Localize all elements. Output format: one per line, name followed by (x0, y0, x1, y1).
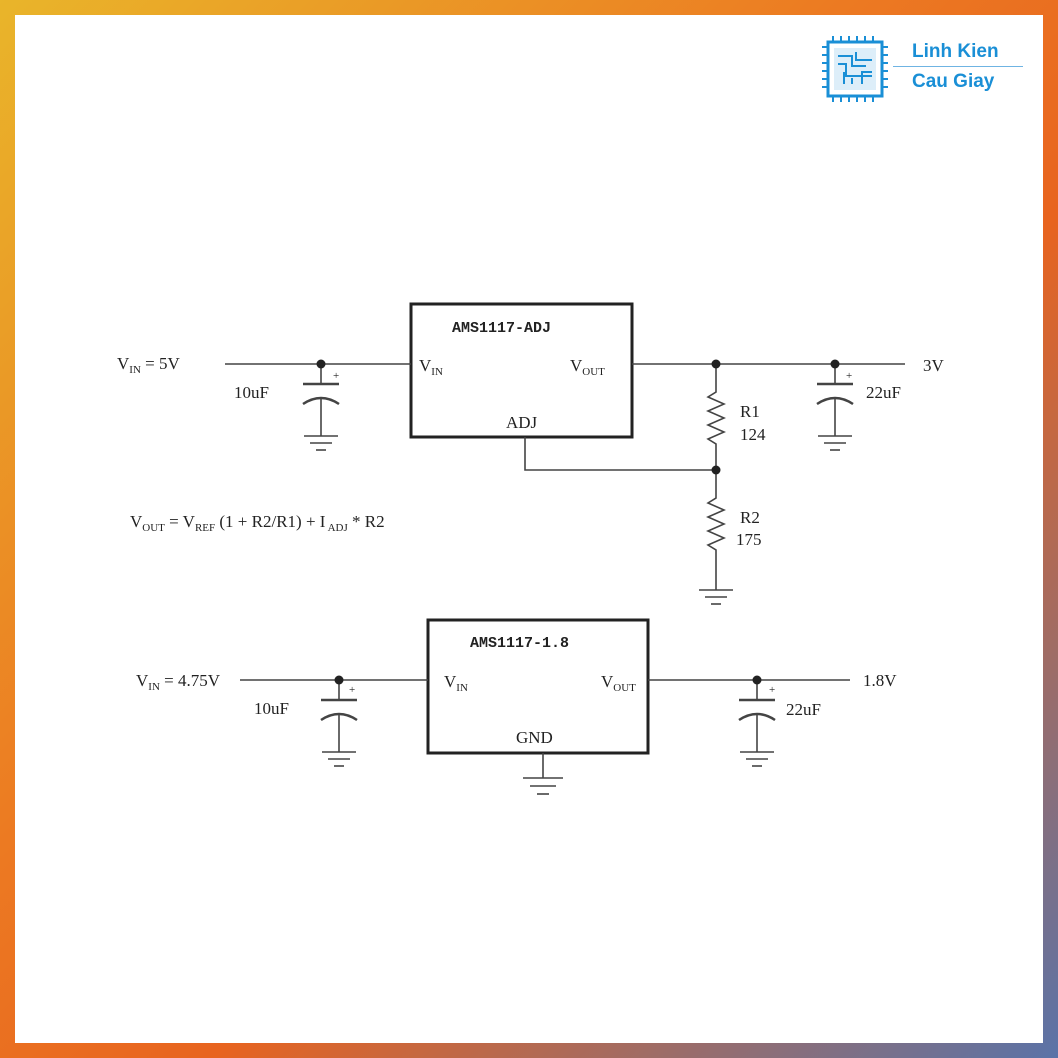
junction-dot (752, 675, 762, 685)
junction-dot (830, 359, 840, 369)
content-frame (15, 15, 1043, 1043)
ams1117-adj-chip (409, 302, 634, 439)
cap-out-label-bottom: 22uF (786, 700, 821, 719)
chip-name-bottom: AMS1117-1.8 (470, 635, 569, 652)
r1-name: R1 (740, 402, 760, 421)
chip-name-top: AMS1117-ADJ (452, 320, 551, 337)
cap-plus: + (846, 370, 852, 382)
output-voltage-top: 3V (923, 356, 945, 375)
cap-in-label-bottom: 10uF (254, 699, 289, 718)
junction-dot (334, 675, 344, 685)
brand-name-line2: Cau Giay (912, 71, 995, 92)
logo-divider (893, 66, 1023, 67)
junction-dot (711, 465, 721, 475)
junction-dot (316, 359, 326, 369)
input-voltage-bottom: VIN = 4.75V (136, 671, 221, 693)
cap-out-label-top: 22uF (866, 383, 901, 402)
pin-vout-bottom: VOUT (601, 672, 636, 694)
pin-adj: ADJ (506, 413, 538, 432)
circuit-chip-icon (822, 36, 888, 102)
brand-name-line1: Linh Kien (912, 41, 999, 62)
resistor-r1 (706, 364, 726, 470)
r1-value: 124 (740, 425, 766, 444)
pin-vout-top: VOUT (570, 356, 605, 378)
cap-plus: + (333, 370, 339, 382)
pin-vin-top: VIN (419, 356, 443, 378)
ams1117-18-chip (426, 618, 650, 755)
pin-gnd: GND (516, 728, 553, 747)
cap-in-label-top: 10uF (234, 383, 269, 402)
resistor-r2 (706, 470, 726, 590)
output-formula: VOUT = VREF (1 + R2/R1) + I ADJ * R2 (130, 512, 385, 534)
output-voltage-bottom: 1.8V (863, 671, 897, 690)
input-voltage-top: VIN = 5V (117, 354, 180, 376)
adj-wire (524, 437, 716, 471)
r2-name: R2 (740, 508, 760, 527)
junction-dot (711, 359, 721, 369)
r2-value: 175 (736, 530, 762, 549)
cap-plus: + (769, 684, 775, 696)
pin-vin-bottom: VIN (444, 672, 468, 694)
cap-plus: + (349, 684, 355, 696)
